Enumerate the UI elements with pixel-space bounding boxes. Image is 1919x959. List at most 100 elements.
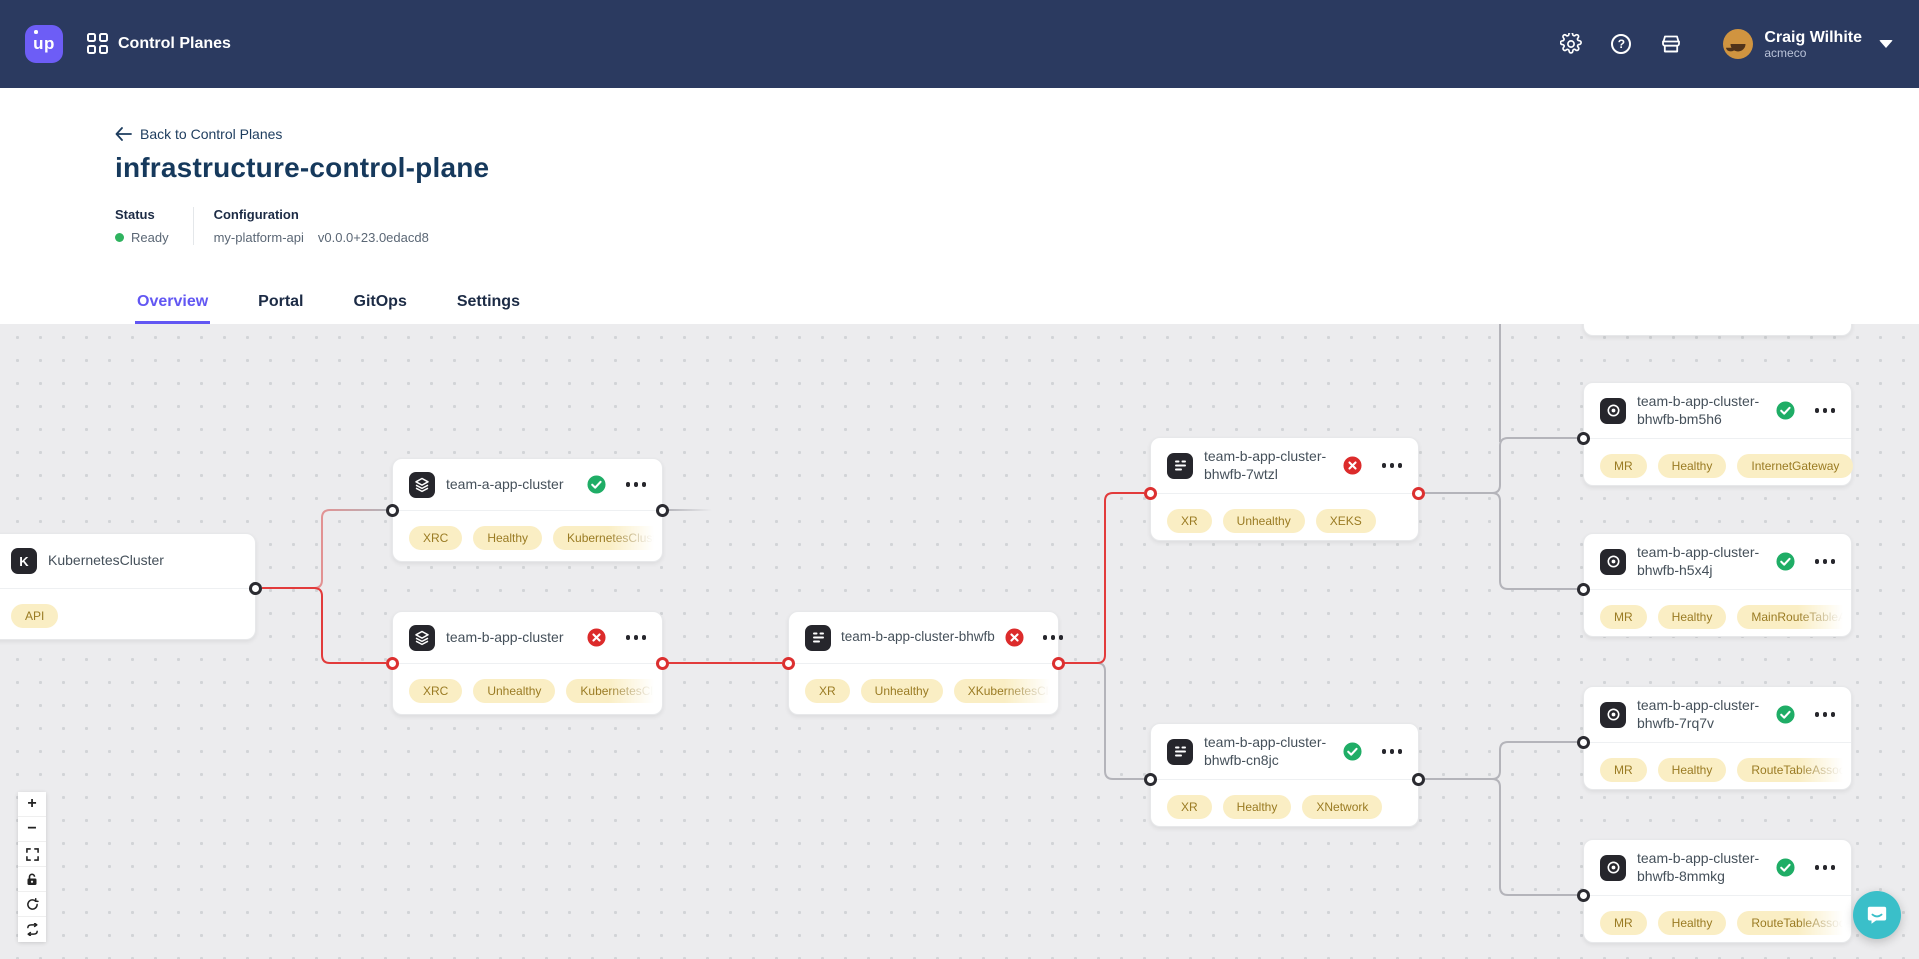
- source-handle[interactable]: [1052, 657, 1065, 670]
- source-handle[interactable]: [656, 504, 669, 517]
- lock-button[interactable]: [18, 867, 46, 892]
- node-menu-button[interactable]: [1042, 631, 1064, 644]
- tab-settings[interactable]: Settings: [456, 293, 520, 310]
- badge: XR: [805, 679, 850, 703]
- node-team-b-app-cluster[interactable]: team-b-app-cluster XRC Unhealthy Kuberne…: [386, 611, 694, 715]
- node-menu-button[interactable]: [625, 478, 646, 491]
- badge: InternetGateway: [1737, 454, 1854, 478]
- badge: Healthy: [1657, 911, 1727, 935]
- source-handle[interactable]: [1412, 487, 1425, 500]
- settings-gear-icon[interactable]: [1559, 32, 1583, 56]
- healthy-icon: [586, 475, 606, 494]
- configuration-name[interactable]: my-platform-api: [213, 230, 304, 245]
- node-label: KubernetesCluster: [48, 552, 164, 569]
- k8s-cluster-icon: K: [11, 548, 37, 574]
- edge-bhwfb-to-7wtzl: [1063, 492, 1144, 664]
- target-handle[interactable]: [1577, 889, 1590, 902]
- target-handle[interactable]: [1144, 487, 1157, 500]
- status-value: Ready: [131, 230, 169, 245]
- managed-resource-icon: [1600, 701, 1626, 728]
- node-label: team-b-app-cluster-bhwfb-8mmkg: [1637, 850, 1760, 884]
- fit-view-button[interactable]: [18, 842, 46, 867]
- configuration-version: v0.0.0+23.0edacd8: [317, 230, 429, 245]
- unhealthy-icon: [1005, 628, 1024, 647]
- chat-launcher-button[interactable]: [1853, 891, 1901, 939]
- re-layout-button[interactable]: [18, 917, 46, 942]
- help-icon[interactable]: ?: [1609, 32, 1633, 56]
- back-link[interactable]: Back to Control Planes: [115, 126, 282, 142]
- node-menu-button[interactable]: [1381, 745, 1402, 758]
- badge: Healthy: [1657, 454, 1727, 478]
- app-switcher-icon[interactable]: [87, 33, 109, 55]
- logo-text: up: [33, 30, 55, 53]
- status-label: Status: [115, 207, 155, 222]
- badge: XEKS: [1315, 509, 1376, 533]
- node-menu-button[interactable]: [1814, 861, 1835, 874]
- chat-icon: [1867, 906, 1887, 924]
- divider: [192, 207, 194, 245]
- source-handle[interactable]: [249, 582, 262, 595]
- claim-layers-icon: [409, 624, 435, 651]
- source-handle[interactable]: [656, 657, 669, 670]
- target-handle[interactable]: [782, 657, 795, 670]
- edge-7wtzl-to-h5x4j: [1425, 492, 1577, 590]
- badge: MR: [1600, 454, 1647, 478]
- composite-resource-icon: [1167, 452, 1193, 479]
- node-team-b-app-cluster-bhwfb-7wtzl[interactable]: team-b-app-cluster-bhwfb-7wtzl XR Unheal…: [1144, 437, 1425, 541]
- resource-graph-canvas[interactable]: K KubernetesCluster API team-a-app-clust…: [0, 324, 1919, 959]
- chevron-down-icon[interactable]: [1879, 40, 1893, 48]
- composite-resource-icon: [805, 624, 831, 651]
- badge: XR: [1167, 509, 1212, 533]
- edge-k8s-to-team-b: [262, 587, 386, 664]
- zoom-in-button[interactable]: +: [18, 792, 46, 817]
- tab-portal[interactable]: Portal: [258, 293, 304, 310]
- upbound-logo[interactable]: up: [25, 25, 63, 63]
- node-menu-button[interactable]: [1814, 555, 1835, 568]
- badge: XRC: [409, 526, 463, 550]
- node-team-b-app-cluster-bhwfb-7rq7v[interactable]: team-b-app-cluster-bhwfb-7rq7v MR Health…: [1577, 686, 1888, 790]
- composite-resource-icon: [1167, 738, 1193, 765]
- node-team-b-app-cluster-bhwfb-bm5h6[interactable]: team-b-app-cluster-bhwfb-bm5h6 MR Health…: [1577, 382, 1854, 486]
- node-label: team-b-app-cluster-bhwfb-h5x4j: [1637, 544, 1760, 578]
- node-kubernetes-cluster[interactable]: K KubernetesCluster API: [0, 533, 262, 640]
- node-team-b-app-cluster-bhwfb-8mmkg[interactable]: team-b-app-cluster-bhwfb-8mmkg MR Health…: [1577, 839, 1888, 943]
- canvas-controls: + −: [18, 792, 46, 942]
- target-handle[interactable]: [1577, 583, 1590, 596]
- node-label: team-b-app-cluster-bhwfb-7wtzl: [1204, 448, 1327, 482]
- node-menu-button[interactable]: [1814, 708, 1835, 721]
- healthy-icon: [1775, 552, 1795, 571]
- badge: Healthy: [473, 526, 543, 550]
- tab-overview[interactable]: Overview: [134, 293, 211, 324]
- zoom-out-button[interactable]: −: [18, 817, 46, 842]
- node-label: team-b-app-cluster-bhwfb-7rq7v: [1637, 697, 1760, 731]
- badge: MR: [1600, 758, 1647, 782]
- user-menu[interactable]: Craig Wilhite acmeco: [1723, 29, 1893, 60]
- badge: KubernetesCluster: [553, 526, 681, 550]
- metadata-row: Status Ready Configuration my-platform-a…: [115, 207, 1919, 245]
- target-handle[interactable]: [1577, 736, 1590, 749]
- node-team-b-app-cluster-bhwfb-h5x4j[interactable]: team-b-app-cluster-bhwfb-h5x4j MR Health…: [1577, 533, 1914, 637]
- user-name: Craig Wilhite: [1764, 28, 1862, 46]
- node-team-a-app-cluster[interactable]: team-a-app-cluster XRC Healthy Kubernete…: [386, 458, 681, 562]
- tab-gitops[interactable]: GitOps: [353, 293, 407, 310]
- node-menu-button[interactable]: [1814, 404, 1835, 417]
- unhealthy-icon: [586, 628, 606, 647]
- node-label: team-b-app-cluster-bhwfb-bm5h6: [1637, 393, 1760, 427]
- target-handle[interactable]: [386, 657, 399, 670]
- node-team-b-app-cluster-bhwfb[interactable]: team-b-app-cluster-bhwfb XR Unhealthy XK…: [782, 611, 1090, 715]
- node-menu-button[interactable]: [625, 631, 646, 644]
- target-handle[interactable]: [1144, 773, 1157, 786]
- badge: MR: [1600, 605, 1647, 629]
- node-team-b-app-cluster-bhwfb-cn8jc[interactable]: team-b-app-cluster-bhwfb-cn8jc XR Health…: [1144, 723, 1425, 827]
- arrow-left-icon: [115, 127, 132, 141]
- badge: XRC: [409, 679, 463, 703]
- marketplace-storefront-icon[interactable]: [1659, 32, 1683, 56]
- node-menu-button[interactable]: [1381, 459, 1402, 472]
- node-partial-top[interactable]: [1583, 324, 1852, 336]
- back-link-label: Back to Control Planes: [140, 126, 283, 142]
- target-handle[interactable]: [1577, 432, 1590, 445]
- reset-view-button[interactable]: [18, 892, 46, 917]
- target-handle[interactable]: [386, 504, 399, 517]
- unhealthy-icon: [1342, 456, 1362, 475]
- source-handle[interactable]: [1412, 773, 1425, 786]
